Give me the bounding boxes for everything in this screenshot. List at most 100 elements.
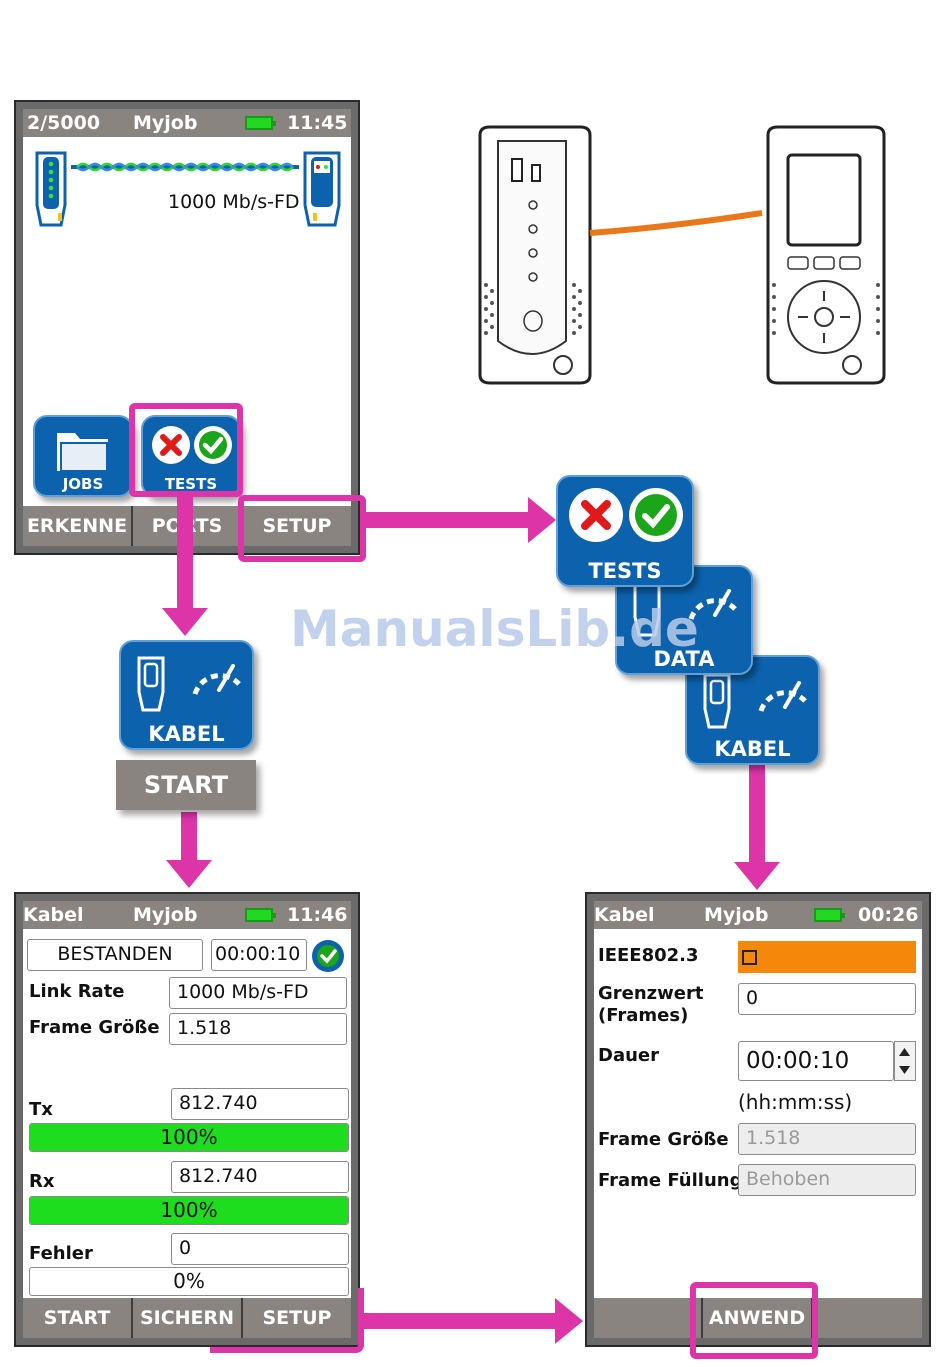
arrow-setup-to-apply [360, 1313, 558, 1329]
softkey-detect[interactable]: ERKENNE [26, 515, 128, 537]
remote-unit-icon [303, 151, 341, 227]
setup-highlight [210, 1288, 364, 1353]
arrowhead-down-icon [734, 862, 780, 890]
cable-setup-screen: Kabel Myjob 00:26 IEEE802.3 Grenzwert (F… [587, 894, 929, 1345]
tests-highlight [129, 403, 243, 497]
rx-progress-fill [30, 1197, 348, 1224]
pass-check-icon [312, 940, 344, 972]
result-field: BESTANDEN [27, 939, 203, 971]
kabel-tile-left-label: KABEL [148, 722, 225, 746]
job-counter: 2/5000 [27, 112, 101, 134]
duration-stepper[interactable] [894, 1041, 916, 1081]
fail-pass-icon [152, 426, 232, 464]
result-screen-frame [14, 892, 360, 1347]
test-name: Kabel [594, 904, 655, 926]
battery-icon [245, 116, 276, 130]
limit-input[interactable]: 0 [738, 983, 916, 1015]
clock: 00:26 [858, 904, 919, 926]
elapsed-time-field: 00:00:10 [211, 939, 307, 971]
arrow-setup-to-tests [360, 512, 532, 528]
softkey-bar: ANWEND [594, 1298, 922, 1338]
ieee-label: IEEE802.3 [598, 945, 699, 966]
test-name: Kabel [23, 904, 84, 926]
fail-pass-icon [569, 488, 683, 542]
start-button[interactable]: START [116, 760, 256, 810]
cable-meter-icon [137, 656, 241, 712]
job-name: Myjob [133, 904, 198, 926]
rx-progress-bar: 100% [29, 1196, 349, 1225]
softkey-save[interactable]: SICHERN [131, 1298, 241, 1338]
link-speed-label: 1000 Mb/s-FD [168, 191, 300, 213]
tests-app-label: TESTS [164, 475, 218, 493]
cable-icon [71, 162, 299, 172]
kabel-tile-right-label: KABEL [714, 737, 791, 761]
jobs-app-label: JOBS [62, 475, 104, 493]
watermark: ManualsLib.de [290, 600, 699, 658]
tx-progress-fill [30, 1124, 348, 1151]
softkey-setup[interactable]: SETUP [241, 1298, 351, 1338]
arrow-tests-to-kabel [177, 494, 193, 612]
softkey-start[interactable]: START [43, 1307, 111, 1329]
softkey-empty-left [594, 1298, 701, 1338]
limit-label-line2: (Frames) [598, 1005, 689, 1026]
battery-icon [814, 908, 845, 922]
status-bar: 2/5000 Myjob 11:45 [23, 109, 351, 137]
rx-label: Rx [29, 1171, 55, 1192]
job-name: Myjob [704, 904, 769, 926]
tx-field: 812.740 [171, 1088, 349, 1120]
local-unit-icon [35, 151, 67, 227]
duration-format-hint: (hh:mm:ss) [738, 1090, 853, 1114]
orange-cable [589, 210, 763, 236]
clock: 11:46 [287, 904, 348, 926]
frame-size-label: Frame Größe [598, 1129, 729, 1150]
arrowhead-right-icon [555, 1298, 583, 1344]
frame-size-field: 1.518 [169, 1013, 347, 1045]
frame-size-field: 1.518 [738, 1123, 916, 1155]
rx-progress-text: 100% [160, 1198, 218, 1222]
tests-tile-label: TESTS [588, 559, 662, 583]
frame-size-label: Frame Größe [29, 1017, 160, 1038]
remote-unit-device [478, 125, 592, 385]
duration-label: Dauer [598, 1045, 659, 1066]
cable-result-screen: Kabel Myjob 11:46 BESTANDEN 00:00:10 Lin… [16, 894, 358, 1345]
softkey-apply[interactable]: ANWEND [701, 1298, 813, 1338]
tx-label: Tx [29, 1099, 53, 1120]
errors-label: Fehler [29, 1243, 93, 1264]
kabel-tile-left[interactable]: KABEL [119, 640, 254, 750]
errors-progress-text: 0% [173, 1269, 205, 1293]
limit-label-line1: Grenzwert [598, 983, 704, 1004]
errors-field: 0 [171, 1233, 349, 1265]
arrow-start-to-result [181, 812, 197, 862]
arrowhead-down-icon [166, 860, 212, 888]
tester-devices-illustration [478, 125, 886, 385]
status-bar: Kabel Myjob 11:46 [23, 901, 351, 929]
arrowhead-right-icon [528, 497, 556, 543]
duration-input[interactable]: 00:00:10 [738, 1041, 894, 1081]
folder-icon [57, 433, 108, 472]
battery-icon [245, 908, 276, 922]
link-rate-field: 1000 Mb/s-FD [169, 977, 347, 1009]
stepper-up-icon[interactable] [898, 1047, 911, 1057]
stepper-down-icon[interactable] [898, 1065, 911, 1075]
softkey-empty-right [812, 1298, 922, 1338]
tests-app-button[interactable]: TESTS [141, 415, 241, 497]
apply-highlight [690, 1282, 818, 1359]
softkey-bar: START SICHERN SETUP [23, 1298, 351, 1338]
cable-link-diagram [35, 151, 341, 227]
jobs-app-button[interactable]: JOBS [33, 415, 133, 497]
errors-progress-bar: 0% [29, 1267, 349, 1296]
ieee-checkbox[interactable] [742, 950, 757, 965]
ieee-checkbox-row[interactable] [738, 941, 916, 973]
tx-progress-text: 100% [160, 1125, 218, 1149]
arrowhead-down-icon [162, 608, 208, 636]
clock: 11:45 [287, 112, 348, 134]
link-rate-label: Link Rate [29, 981, 125, 1002]
status-bar: Kabel Myjob 00:26 [594, 901, 922, 929]
tx-progress-bar: 100% [29, 1123, 349, 1152]
job-name: Myjob [133, 112, 198, 134]
data-tile-label: DATA [653, 647, 715, 671]
setup-screen-frame [585, 892, 931, 1347]
tests-tile[interactable]: TESTS [556, 475, 694, 587]
rx-field: 812.740 [171, 1161, 349, 1193]
main-tester-device [766, 125, 886, 385]
